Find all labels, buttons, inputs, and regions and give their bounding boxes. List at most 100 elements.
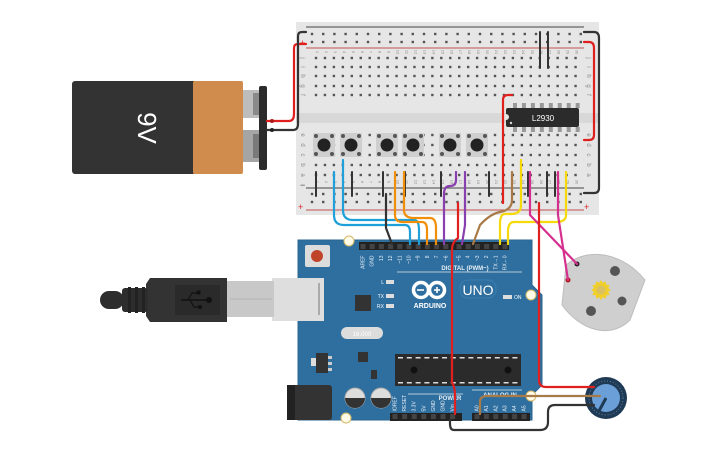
- breadboard-rail-hole: [456, 192, 459, 196]
- breadboard-hole: [440, 65, 443, 69]
- breadboard-rail-hole: [344, 32, 347, 36]
- battery-cap: [193, 81, 243, 174]
- digital-pin-socket: [360, 244, 366, 249]
- breadboard-hole: [458, 163, 461, 167]
- pushbutton-leg: [483, 134, 487, 138]
- breadboard-hole: [395, 84, 398, 88]
- row-letter: f: [585, 94, 591, 96]
- breadboard-hole: [529, 143, 532, 147]
- breadboard-hole: [484, 74, 488, 78]
- regulator-pin: [328, 356, 332, 359]
- ic-pin: [513, 127, 517, 132]
- motor-driver-ic[interactable]: L2930: [503, 103, 580, 132]
- reset-button[interactable]: [311, 250, 323, 262]
- ic-pin: [539, 127, 544, 132]
- breadboard-hole: [574, 84, 577, 88]
- breadboard-hole: [538, 173, 541, 177]
- breadboard-hole: [466, 93, 470, 97]
- breadboard-rail-hole: [445, 200, 448, 204]
- breadboard-hole: [529, 163, 532, 167]
- breadboard-hole: [565, 56, 568, 60]
- breadboard-hole: [314, 93, 318, 97]
- digital-pin-label: 8: [425, 255, 431, 258]
- atmega-pin: [433, 357, 439, 359]
- breadboard-hole: [368, 74, 371, 78]
- breadboard-hole: [350, 93, 353, 97]
- breadboard-hole: [413, 65, 416, 69]
- breadboard-hole: [377, 56, 380, 60]
- atmega-pin: [468, 382, 474, 384]
- breadboard-hole: [511, 65, 515, 69]
- pushbutton-leg: [419, 152, 423, 156]
- column-number: 19: [476, 180, 481, 185]
- breadboard-hole: [574, 143, 577, 147]
- breadboard-hole: [377, 84, 380, 88]
- breadboard-hole: [511, 56, 515, 60]
- digital-pin-socket: [502, 244, 508, 249]
- breadboard-hole: [520, 93, 524, 97]
- column-number: 10: [396, 180, 401, 185]
- breadboard-rail-hole: [310, 32, 314, 36]
- breadboard-rail-hole: [523, 32, 526, 36]
- breadboard-hole: [511, 84, 515, 88]
- pushbutton-leg: [341, 134, 345, 138]
- dc-motor[interactable]: [561, 253, 646, 332]
- wire-button-pin12: [332, 170, 412, 246]
- breadboard-hole: [404, 93, 407, 97]
- breadboard-rail-hole: [411, 192, 414, 196]
- breadboard-hole: [538, 93, 541, 97]
- breadboard-hole: [377, 74, 380, 78]
- atmega-pin: [468, 357, 474, 359]
- pushbutton-leg: [467, 152, 471, 156]
- ic-pin: [521, 127, 526, 132]
- breadboard-hole: [574, 173, 577, 177]
- usb-port: [272, 278, 324, 321]
- battery-9v[interactable]: 9V: [72, 81, 267, 174]
- breadboard-hole: [538, 74, 541, 78]
- pushbutton-leg: [393, 134, 397, 138]
- breadboard-hole: [493, 74, 497, 78]
- ic-pins: [513, 103, 580, 132]
- power-pin-socket: [411, 414, 417, 419]
- wire-battery-negative: [265, 30, 308, 132]
- breadboard-hole: [565, 74, 568, 78]
- usb-cable[interactable]: [100, 278, 274, 322]
- column-number: 7: [369, 181, 374, 184]
- ic-pin: [566, 127, 571, 132]
- column-number: 9: [387, 181, 392, 184]
- atmega-pin: [406, 357, 412, 359]
- breadboard-hole: [332, 65, 336, 69]
- power-pin-label: GND: [431, 400, 437, 412]
- breadboard-hole: [314, 65, 318, 69]
- analog-pin-socket: [512, 414, 518, 419]
- breadboard-hole: [556, 93, 559, 97]
- breadboard-rail-hole: [534, 32, 538, 36]
- wire-motor-a: [528, 170, 579, 266]
- column-number: 20: [485, 180, 490, 185]
- breadboard-hole: [368, 163, 371, 167]
- breadboard-rail-hole: [456, 40, 459, 44]
- breadboard-hole: [565, 93, 568, 97]
- digital-pin-socket: [474, 244, 480, 249]
- potentiometer[interactable]: [585, 377, 627, 419]
- column-number: 30: [575, 50, 580, 55]
- breadboard-rail-hole: [478, 192, 482, 196]
- power-pin-label: 5V: [421, 405, 427, 412]
- breadboard-rail-hole: [322, 32, 325, 36]
- breadboard-rail-hole: [422, 200, 426, 204]
- pushbutton: [317, 138, 331, 152]
- regulator-tab: [311, 358, 316, 366]
- breadboard-hole: [475, 173, 479, 177]
- breadboard-hole: [386, 74, 389, 78]
- breadboard-hole: [341, 56, 345, 60]
- power-pin-label: IOREF: [393, 396, 399, 411]
- breadboard-rail-hole: [355, 40, 358, 44]
- arduino-logo-icon: [411, 280, 447, 300]
- pushbutton-leg: [330, 134, 334, 138]
- breadboard-hole: [422, 84, 425, 88]
- breadboard-hole: [431, 133, 434, 137]
- rail-label-right-plus: +: [584, 202, 589, 212]
- power-pin-socket: [421, 414, 427, 419]
- row-letter: i: [299, 66, 305, 67]
- digital-pin-label: 7: [434, 255, 440, 258]
